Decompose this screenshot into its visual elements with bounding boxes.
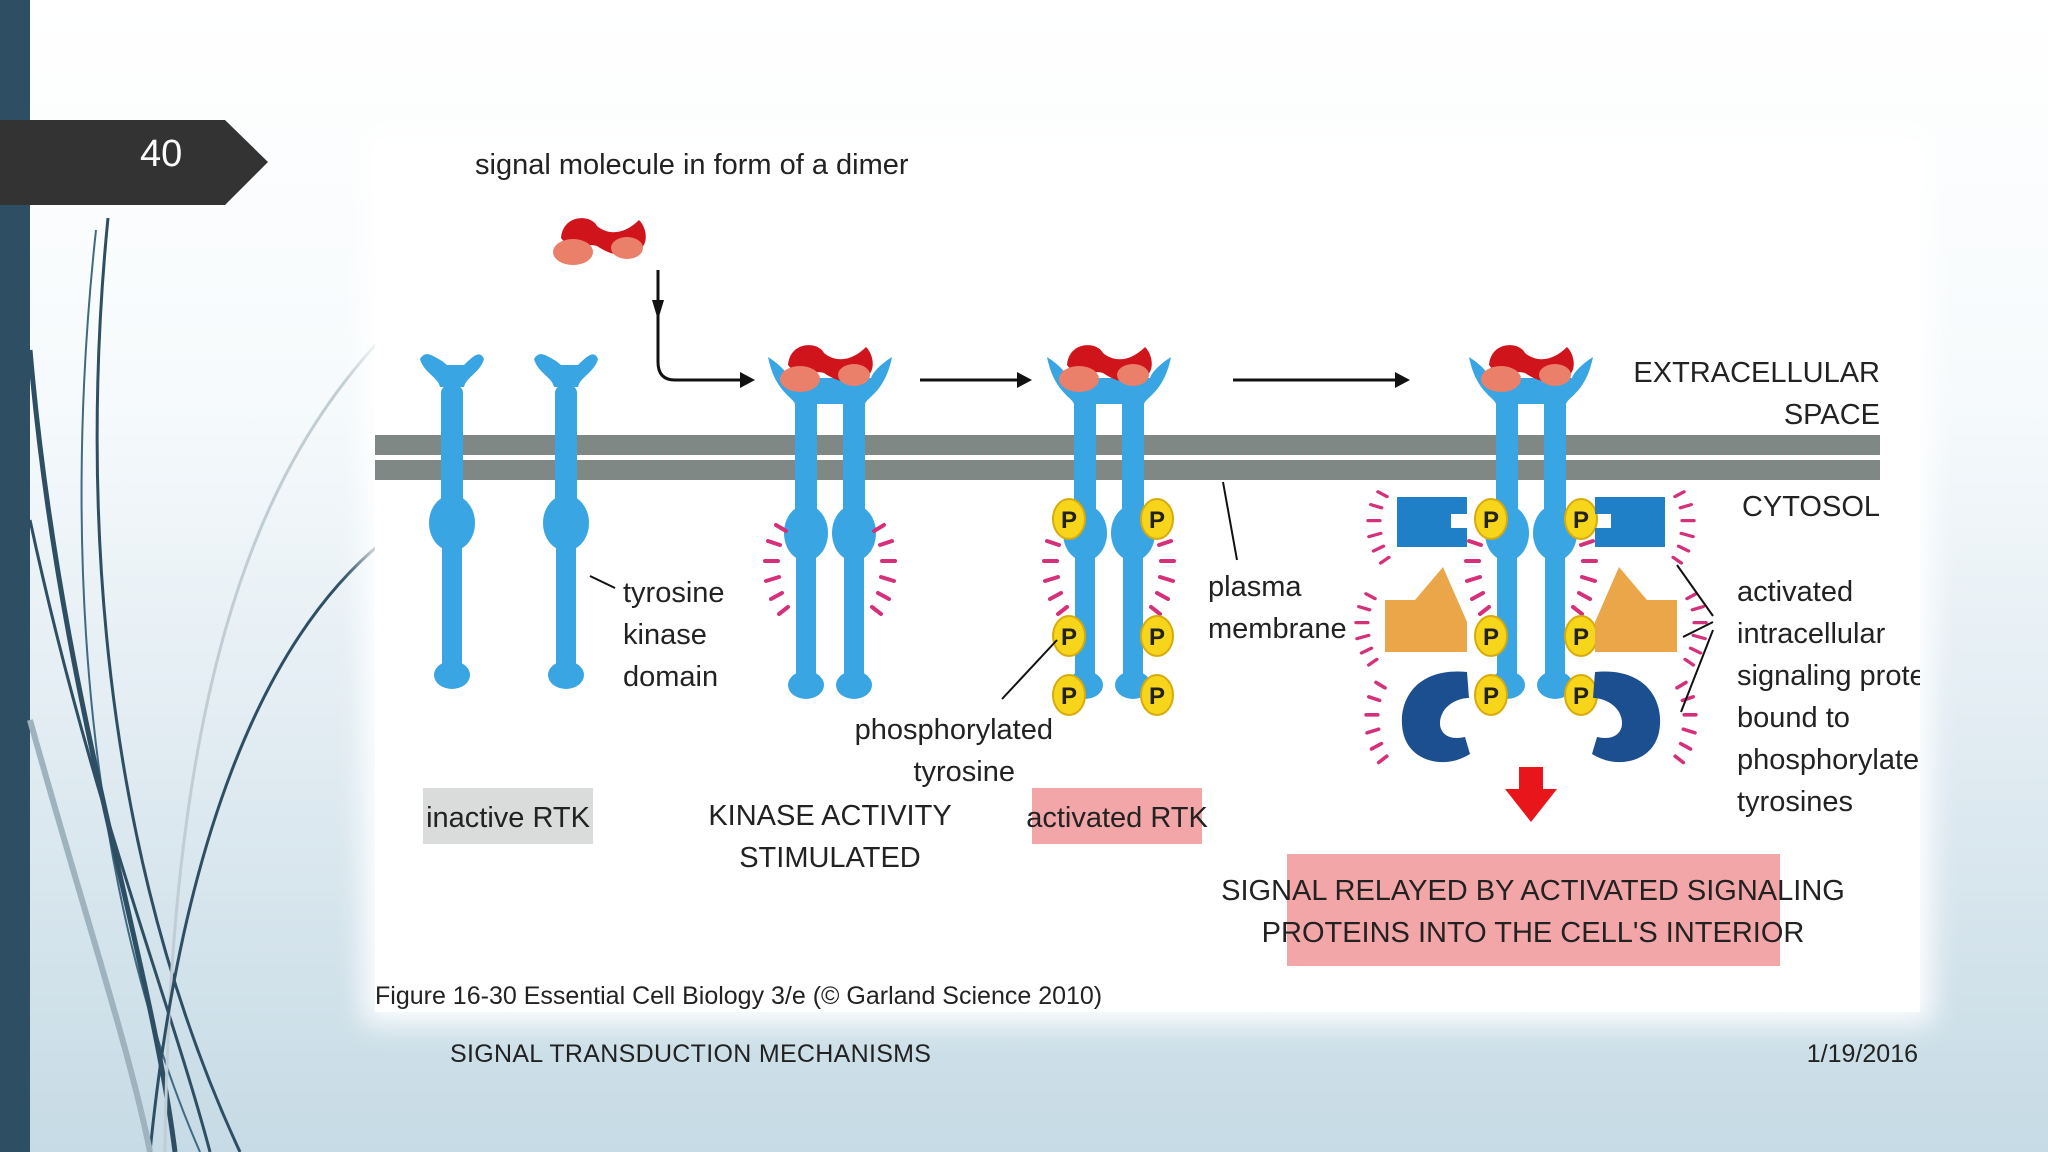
tyrosine-kinase-label-3: domain bbox=[623, 661, 718, 693]
activated-rtk-box bbox=[1032, 788, 1202, 844]
plasma-membrane-label-1: plasma bbox=[1208, 571, 1302, 603]
signaling-proteins-label-2: intracellular bbox=[1737, 618, 1886, 650]
slide-number-tab bbox=[0, 120, 268, 205]
dimerized-receptor-pair bbox=[763, 345, 897, 699]
arrow-1 bbox=[920, 372, 1032, 388]
signaling-proteins-label-6: tyrosines bbox=[1737, 786, 1853, 818]
arrow-2 bbox=[1233, 372, 1410, 388]
phosphorylated-tyrosine-label-1: phosphorylated bbox=[855, 714, 1053, 746]
footer-title: SIGNAL TRANSDUCTION MECHANISMS bbox=[450, 1040, 932, 1068]
phosphorylated-tyrosine-label-2: tyrosine bbox=[913, 756, 1015, 788]
signaling-proteins-label-5: phosphorylated bbox=[1737, 744, 1920, 776]
inactive-receptor-right bbox=[534, 354, 598, 689]
signal-relayed-label-2: PROTEINS INTO THE CELL'S INTERIOR bbox=[1262, 917, 1805, 949]
inactive-rtk-label: inactive RTK bbox=[426, 802, 591, 834]
extracellular-label-2: SPACE bbox=[1784, 399, 1880, 431]
signaling-protein-navy bbox=[1401, 671, 1661, 763]
footer-date: 1/19/2016 bbox=[1806, 1040, 1918, 1068]
decorative-swooshes bbox=[27, 217, 386, 1152]
inactive-receptor-left bbox=[420, 354, 484, 689]
tyrosine-kinase-label-2: kinase bbox=[623, 619, 707, 651]
figure-caption: Figure 16-30 Essential Cell Biology 3/e … bbox=[375, 982, 1102, 1010]
signaling-proteins-label-3: signaling proteins bbox=[1737, 660, 1920, 692]
rtk-diagram: P bbox=[375, 149, 1920, 1010]
signaling-protein-blue bbox=[1397, 497, 1665, 547]
kinase-activity-label-1: KINASE ACTIVITY bbox=[708, 800, 951, 832]
signaling-proteins-label-4: bound to bbox=[1737, 702, 1850, 734]
pointer-lines bbox=[589, 481, 1714, 713]
tyrosine-kinase-label-1: tyrosine bbox=[623, 577, 725, 609]
activated-receptor-pair bbox=[1042, 345, 1176, 699]
slide-number: 40 bbox=[140, 133, 183, 175]
extracellular-label-1: EXTRACELLULAR bbox=[1633, 357, 1880, 389]
plasma-membrane-label-2: membrane bbox=[1208, 613, 1347, 645]
cytosol-label: CYTOSOL bbox=[1742, 491, 1880, 523]
binding-arrow-head bbox=[740, 372, 755, 388]
activated-rtk-label: activated RTK bbox=[1026, 802, 1208, 834]
signal-relayed-label-1: SIGNAL RELAYED BY ACTIVATED SIGNALING bbox=[1221, 875, 1845, 907]
signaling-protein-orange bbox=[1385, 567, 1677, 652]
signaling-receptor-pair bbox=[1464, 345, 1598, 699]
binding-arrow bbox=[656, 270, 740, 382]
signaling-proteins-label-1: activated bbox=[1737, 576, 1853, 608]
inactive-rtk-box bbox=[423, 788, 593, 844]
kinase-activity-label-2: STIMULATED bbox=[739, 842, 921, 874]
signal-relayed-box bbox=[1287, 854, 1780, 966]
signal-molecule-label: signal molecule in form of a dimer bbox=[475, 149, 909, 181]
signal-dimer-free bbox=[553, 218, 646, 265]
rtk-figure: P bbox=[375, 142, 1920, 1012]
relay-arrow-down bbox=[1505, 767, 1557, 822]
